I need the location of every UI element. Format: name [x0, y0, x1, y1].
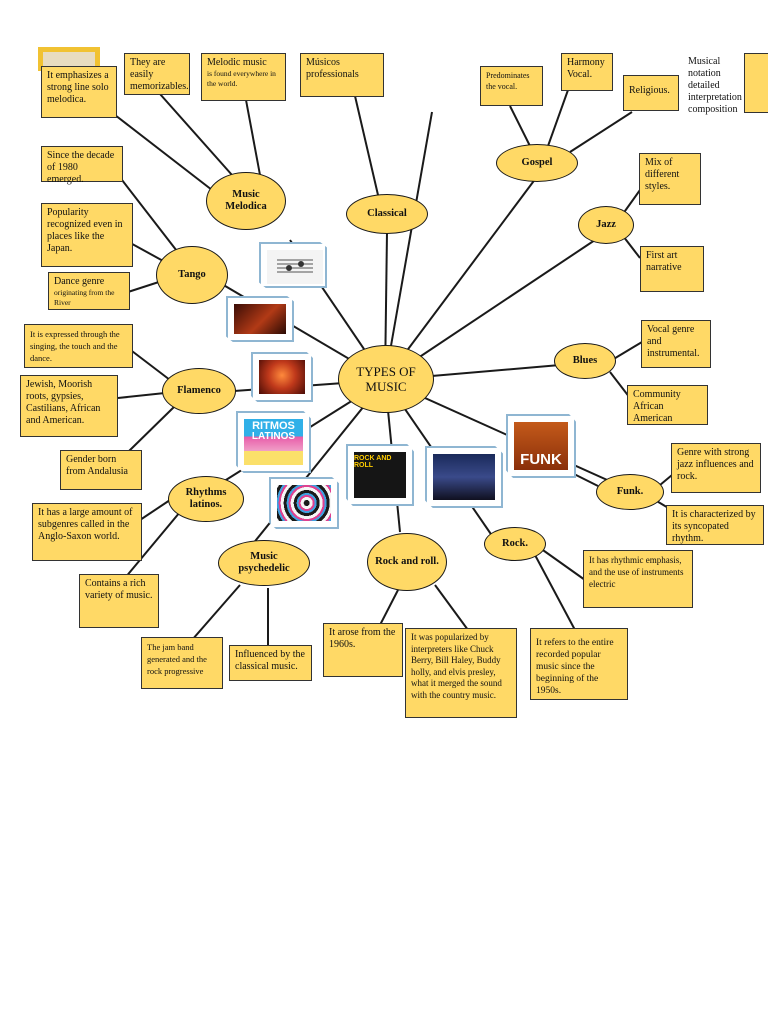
- rock-band-picture: [425, 446, 503, 508]
- sheet-music-picture: [259, 242, 327, 288]
- note-text: They are easily memorizables.: [130, 57, 189, 92]
- node-tango: Tango: [156, 246, 228, 304]
- note-emphasizes: It emphasizes a strong line solo melodic…: [41, 66, 117, 118]
- node-funk: Funk.: [596, 474, 664, 510]
- tango-picture: [226, 296, 294, 342]
- note-subtext: originating from the River: [54, 288, 115, 307]
- note-text: Musical notation detailed interpretation…: [688, 56, 742, 115]
- note-religious: Religious.: [623, 75, 679, 111]
- note-jam-band: The jam band generated and the rock prog…: [141, 637, 223, 689]
- note-genre-jazz: Genre with strong jazz influences and ro…: [671, 443, 761, 493]
- note-since-1980: Since the decade of 1980 emerged.: [41, 146, 123, 185]
- funk-picture-text: FUNK: [520, 451, 562, 468]
- note-text: Vocal genre and instrumental.: [647, 324, 700, 359]
- note-notation-box: [744, 53, 768, 113]
- node-label: Flamenco: [177, 385, 221, 396]
- note-text: Dance genre: [54, 276, 105, 287]
- note-community: Community African American: [627, 385, 708, 425]
- note-expressed: It is expressed through the singing, the…: [24, 324, 133, 368]
- rock-and-roll-picture: ROCK AND ROLL: [346, 444, 414, 506]
- note-rich-variety: Contains a rich variety of music.: [79, 574, 159, 628]
- note-text: Harmony Vocal.: [567, 57, 605, 80]
- note-text: It has a large amount of subgenres calle…: [38, 507, 133, 542]
- note-memorizable: They are easily memorizables.: [124, 53, 190, 95]
- node-label: Music psychedelic: [238, 551, 290, 574]
- node-label: Gospel: [521, 157, 553, 168]
- node-label: Blues: [572, 355, 598, 366]
- node-music-melodica: Music Melodica: [206, 172, 286, 230]
- note-popularized: It was popularized by interpreters like …: [405, 628, 517, 718]
- note-text: Mix of different styles.: [645, 157, 680, 192]
- note-syncopated: It is characterized by its syncopated rh…: [666, 505, 764, 545]
- note-text: It refers to the entire recorded popular…: [536, 638, 614, 696]
- note-musicos: Músicos professionals: [300, 53, 384, 97]
- flamenco-picture: [251, 352, 313, 402]
- note-influenced: Influenced by the classical music.: [229, 645, 312, 681]
- node-label: Rock and roll.: [375, 556, 439, 567]
- node-gospel: Gospel: [496, 144, 578, 182]
- note-text: It arose from the 1960s.: [329, 627, 396, 650]
- center-node: TYPES OF MUSIC: [338, 345, 434, 413]
- note-roots: Jewish, Moorish roots, gypsies, Castilia…: [20, 375, 118, 437]
- note-text: It has rhythmic emphasis, and the use of…: [589, 555, 684, 589]
- note-text: Contains a rich variety of music.: [85, 578, 153, 601]
- note-text: Predominates the vocal.: [486, 71, 530, 91]
- node-blues: Blues: [554, 343, 616, 379]
- rock-roll-picture-text: ROCK AND ROLL: [354, 455, 392, 469]
- note-text: It was popularized by interpreters like …: [411, 632, 502, 700]
- node-flamenco: Flamenco: [162, 368, 236, 414]
- ritmos-text-1: RITMOS: [252, 420, 295, 432]
- center-label: TYPES OF MUSIC: [356, 364, 416, 394]
- note-rhythmic: It has rhythmic emphasis, and the use of…: [583, 550, 693, 608]
- node-label: Tango: [178, 269, 206, 280]
- note-text: Popularity recognized even in places lik…: [47, 207, 123, 254]
- note-text: Since the decade of 1980 emerged.: [47, 150, 115, 185]
- note-text: Community African American: [633, 389, 681, 424]
- note-harmony: Harmony Vocal.: [561, 53, 613, 91]
- note-text: Religious.: [629, 85, 670, 96]
- note-text: First art narrative: [646, 250, 682, 273]
- node-label: Funk.: [616, 486, 644, 497]
- funk-picture: FUNK: [506, 414, 576, 478]
- node-label: Rhythms latinos.: [185, 487, 227, 510]
- note-subtext: is found everywhere in the world.: [207, 69, 276, 88]
- node-rock: Rock.: [484, 527, 546, 561]
- node-classical: Classical: [346, 194, 428, 234]
- note-text: Genre with strong jazz influences and ro…: [677, 447, 754, 482]
- note-text: Influenced by the classical music.: [235, 649, 305, 672]
- note-text: Jewish, Moorish roots, gypsies, Castilia…: [26, 379, 101, 426]
- note-text: It is characterized by its syncopated rh…: [672, 509, 756, 544]
- note-notation: Musical notation detailed interpretation…: [685, 53, 768, 115]
- node-jazz: Jazz: [578, 206, 634, 244]
- note-text: Músicos professionals: [306, 57, 359, 80]
- node-label: Rock.: [502, 538, 528, 549]
- node-rock-and-roll: Rock and roll.: [367, 533, 447, 591]
- node-music-psychedelic: Music psychedelic: [218, 540, 310, 586]
- note-text: It is expressed through the singing, the…: [30, 329, 120, 363]
- node-label: Classical: [367, 208, 407, 219]
- ritmos-latinos-picture: RITMOS LATINOS: [236, 411, 311, 473]
- ritmos-text-2: LATINOS: [251, 431, 296, 442]
- note-arose: It arose from the 1960s.: [323, 623, 403, 677]
- note-popularity: Popularity recognized even in places lik…: [41, 203, 133, 267]
- node-rhythms-latinos: Rhythms latinos.: [168, 476, 244, 522]
- node-label: Music Melodica: [225, 189, 267, 212]
- note-text: Melodic music: [207, 57, 267, 68]
- note-andalusia: Gender born from Andalusia: [60, 450, 142, 490]
- note-vocal-genre: Vocal genre and instrumental.: [641, 320, 711, 368]
- note-refers: It refers to the entire recorded popular…: [530, 628, 628, 700]
- note-first-art: First art narrative: [640, 246, 704, 292]
- note-predominates: Predominates the vocal.: [480, 66, 543, 106]
- note-subgenres: It has a large amount of subgenres calle…: [32, 503, 142, 561]
- psychedelic-picture: [269, 477, 339, 529]
- node-label: Jazz: [596, 219, 616, 230]
- note-text: It emphasizes a strong line solo melodic…: [47, 70, 109, 105]
- note-text: Gender born from Andalusia: [66, 454, 128, 477]
- note-mix: Mix of different styles.: [639, 153, 701, 205]
- note-text: The jam band generated and the rock prog…: [147, 642, 207, 676]
